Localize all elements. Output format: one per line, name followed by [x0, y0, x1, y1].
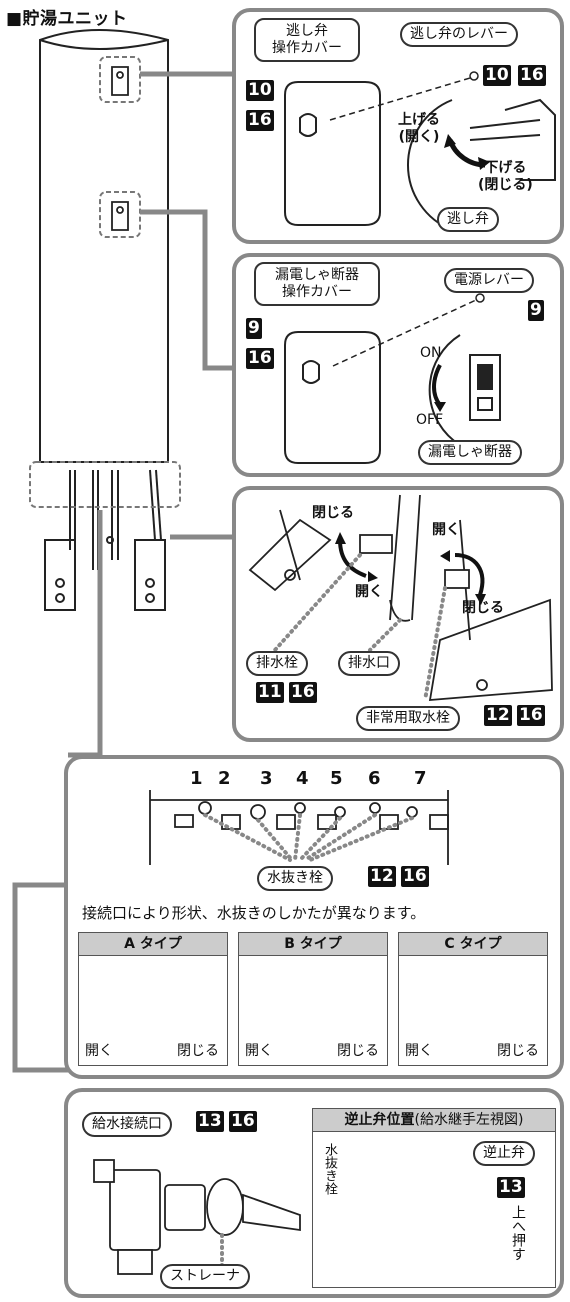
type-b-close: 閉じる: [337, 1043, 379, 1059]
relief-cover-label: 逃し弁 操作カバー: [254, 18, 360, 62]
power-lever-label: 電源レバー: [444, 268, 534, 293]
emergency-tap-label: 非常用取水栓: [356, 706, 460, 731]
relief-valve-label: 逃し弁: [437, 207, 499, 232]
outlet-number-7: 7: [414, 768, 427, 789]
ref-badge: 10: [246, 80, 274, 101]
check-valve-title-main: 逆止弁位置: [344, 1112, 415, 1128]
type-b-box: B タイプ 開く 閉じる: [238, 932, 388, 1066]
outlet-number-4: 4: [296, 768, 309, 789]
type-b-open: 開く: [245, 1043, 273, 1059]
type-a-open: 開く: [85, 1043, 113, 1059]
storage-unit-drawing: [39, 29, 169, 611]
connector-note: 接続口により形状、水抜きのしかたが異なります。: [82, 904, 426, 922]
type-c-open: 開く: [405, 1043, 433, 1059]
strainer-label: ストレーナ: [160, 1264, 250, 1289]
ref-badge: 10: [483, 65, 511, 86]
ref-badge: 16: [518, 65, 546, 86]
relief-lever-label: 逃し弁のレバー: [400, 22, 518, 47]
type-a-close: 閉じる: [177, 1043, 219, 1059]
ref-badge: 13: [497, 1177, 525, 1198]
ref-badge: 12: [484, 705, 512, 726]
type-c-close: 閉じる: [497, 1043, 539, 1059]
drain-plug-label: 排水栓: [246, 651, 308, 676]
check-valve-box: 逆止弁位置(給水継手左視図) 逆止弁 水抜き栓 13 上へ押す: [312, 1108, 556, 1288]
check-valve-title: 逆止弁位置(給水継手左視図): [313, 1109, 555, 1132]
type-a-box: A タイプ 開く 閉じる: [78, 932, 228, 1066]
outlet-number-5: 5: [330, 768, 343, 789]
ref-badge: 9: [528, 300, 544, 321]
ref-badge: 13: [196, 1111, 224, 1132]
ref-badge: 16: [246, 348, 274, 369]
check-valve-label: 逆止弁: [473, 1141, 535, 1166]
type-b-title: B タイプ: [239, 933, 387, 956]
ref-badge: 16: [517, 705, 545, 726]
type-a-title: A タイプ: [79, 933, 227, 956]
drain-outlet-label: 排水口: [338, 651, 400, 676]
ref-badge: 11: [256, 682, 284, 703]
drain-close-label: 閉じる: [312, 505, 354, 521]
ref-badge: 16: [289, 682, 317, 703]
drain-vertical-label: 水抜き栓: [322, 1143, 337, 1195]
lever-down-label: 下げる (閉じる): [478, 160, 533, 193]
page-title: ■貯湯ユニット: [6, 9, 128, 29]
type-c-title: C タイプ: [399, 933, 547, 956]
ref-badge: 16: [229, 1111, 257, 1132]
tap-open-label: 開く: [432, 522, 460, 538]
outlet-number-1: 1: [190, 768, 203, 789]
drain-plug-label: 水抜き栓: [257, 866, 333, 891]
breaker-label: 漏電しゃ断器: [418, 440, 522, 465]
check-valve-title-sub: (給水継手左視図): [414, 1112, 524, 1128]
outlet-number-3: 3: [260, 768, 273, 789]
ref-badge: 9: [246, 318, 262, 339]
lever-up-label: 上げる (開く): [398, 112, 440, 145]
type-c-box: C タイプ 開く 閉じる: [398, 932, 548, 1066]
ref-badge: 12: [368, 866, 396, 887]
outlet-number-2: 2: [218, 768, 231, 789]
on-label: ON: [420, 345, 442, 361]
breaker-cover-label: 漏電しゃ断器 操作カバー: [254, 262, 380, 306]
water-inlet-label: 給水接続口: [82, 1112, 172, 1137]
tap-close-label: 閉じる: [462, 600, 504, 616]
push-up-label: 上へ押す: [510, 1205, 526, 1261]
ref-badge: 16: [246, 110, 274, 131]
outlet-number-6: 6: [368, 768, 381, 789]
ref-badge: 16: [401, 866, 429, 887]
off-label: OFF: [416, 412, 444, 428]
drain-open-label: 開く: [355, 584, 383, 600]
